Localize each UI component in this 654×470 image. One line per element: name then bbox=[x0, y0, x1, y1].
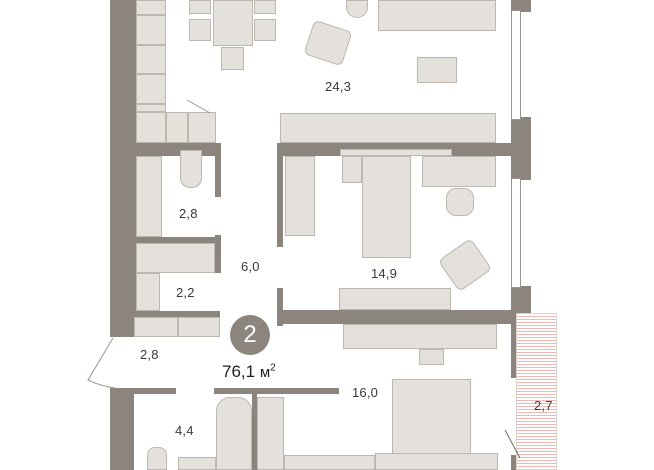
stove bbox=[136, 15, 166, 45]
dining-chair bbox=[221, 47, 244, 70]
nightstand bbox=[342, 156, 362, 183]
wall-bedroom-left-lower bbox=[277, 288, 283, 326]
balcony-area bbox=[516, 313, 557, 470]
wall-bath-divider bbox=[252, 388, 257, 470]
room-area-label: 16,0 bbox=[352, 385, 379, 400]
entrance-wardrobe bbox=[178, 317, 220, 337]
dining-chair bbox=[254, 19, 276, 41]
wall-bath-laundry bbox=[136, 237, 220, 243]
room-area-label: 2,8 bbox=[179, 206, 198, 221]
wall-bedroom-bottom bbox=[283, 310, 513, 324]
desk bbox=[422, 156, 496, 187]
dining-chair bbox=[254, 0, 276, 14]
wall-right-exterior-top bbox=[511, 0, 531, 12]
sofa bbox=[378, 0, 496, 31]
washing-machine bbox=[136, 273, 160, 311]
room-area-label: 4,4 bbox=[175, 423, 194, 438]
total-area: 76,1 м2 bbox=[222, 362, 276, 382]
wall-bedroom-left bbox=[277, 143, 283, 247]
master-wardrobe bbox=[343, 324, 497, 349]
single-bed bbox=[362, 156, 411, 258]
room-area-label: 2,8 bbox=[140, 347, 159, 362]
bedroom-wardrobe bbox=[285, 156, 315, 236]
side-table-round bbox=[346, 0, 368, 18]
wall-entrance-bottom-left bbox=[134, 388, 176, 394]
room-area-label: 2,7 bbox=[534, 398, 553, 413]
apartment-number-badge: 2 bbox=[230, 315, 270, 355]
tv-cabinet bbox=[280, 113, 496, 143]
kitchen-counter-low bbox=[136, 104, 166, 112]
wall-left-exterior-lower bbox=[110, 388, 134, 470]
room-area-label: 6,0 bbox=[241, 259, 260, 274]
kitchen-sink bbox=[136, 74, 166, 104]
total-area-value: 76,1 bbox=[222, 362, 256, 381]
shower-cabinet bbox=[136, 156, 162, 237]
room-area-label: 24,3 bbox=[325, 79, 352, 94]
dresser bbox=[339, 288, 451, 310]
shelf bbox=[340, 149, 452, 156]
wall-laundry-bottom bbox=[136, 311, 220, 317]
kitchen-counter bbox=[136, 45, 166, 74]
master-wardrobe-drawer bbox=[419, 349, 444, 365]
window-bedroom bbox=[511, 178, 521, 288]
room-area-label: 14,9 bbox=[371, 266, 398, 281]
window-living-room bbox=[511, 10, 521, 120]
wall-left-exterior bbox=[110, 0, 136, 337]
wall-bath-right bbox=[215, 143, 221, 197]
desk-chair bbox=[446, 188, 474, 216]
dining-table bbox=[213, 0, 253, 46]
wardrobe-laundry bbox=[136, 243, 215, 273]
toilet bbox=[180, 150, 202, 188]
kitchen-counter-corner bbox=[136, 112, 166, 143]
bathtub bbox=[216, 397, 252, 470]
wall-entrance-bottom-right bbox=[214, 388, 339, 394]
fridge bbox=[188, 112, 216, 143]
dining-chair bbox=[189, 19, 211, 41]
area-unit: м bbox=[259, 364, 271, 381]
shoe-cabinet bbox=[134, 317, 178, 337]
coffee-table bbox=[417, 57, 457, 83]
kitchen-counter-top bbox=[136, 0, 166, 15]
kitchen-cabinet bbox=[166, 112, 188, 143]
area-unit-power: 2 bbox=[270, 362, 276, 374]
wall-laundry-right bbox=[215, 235, 221, 273]
wall-right-exterior-mid bbox=[511, 117, 531, 180]
dining-chair bbox=[189, 0, 211, 14]
room-area-label: 2,2 bbox=[176, 285, 195, 300]
